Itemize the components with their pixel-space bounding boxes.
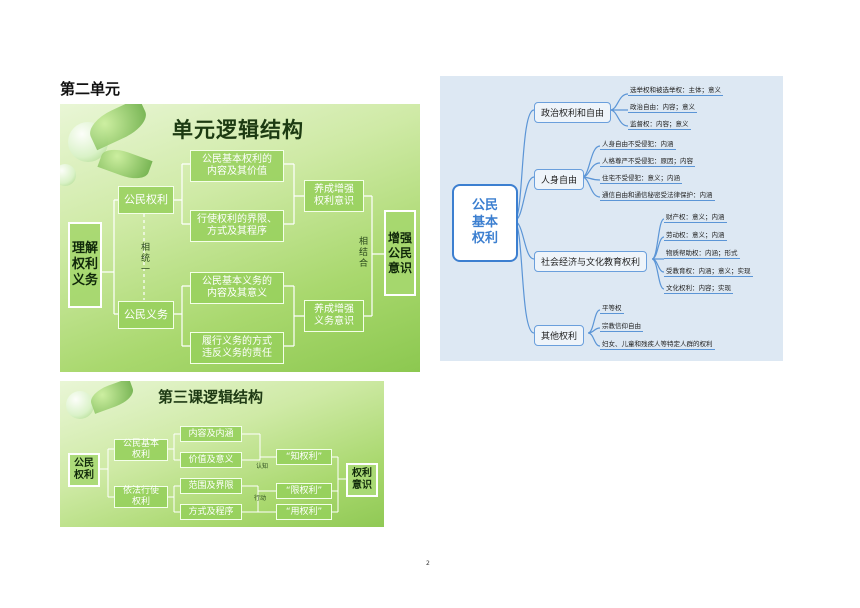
connector-lines [100,163,384,347]
lesson3-logic-slide: 第三课逻辑结构 公民 权利 公民基本 权利 依法行使 权利 内容及内涵 价值及意… [60,381,384,527]
mindmap-leaf: 政治自由：内容；意义 [628,103,697,113]
action-label: 行动 [254,495,267,502]
mindmap-leaf: 人格尊严不受侵犯：原因；内容 [600,157,695,167]
content-box: 内容及内涵 [180,426,242,442]
exercise-rights-box: 依法行使 权利 [114,486,168,508]
method-box: 方式及程序 [180,504,242,520]
bubble-decoration [66,391,94,419]
rights-awareness-box: 养成增强 权利意识 [304,180,364,212]
rights-awareness-box: 权利 意识 [346,463,378,497]
mindmap-leaf: 劳动权：意义；内涵 [664,231,727,241]
citizen-rights-root-box: 公民 权利 [68,453,100,487]
mindmap-leaf: 宗教信仰自由 [600,322,643,332]
mindmap-leaf: 物质帮助权：内涵；形式 [664,249,740,259]
connector-lines [100,433,346,513]
bubble-decoration [60,164,76,186]
unify-label: 相统一 [139,242,149,275]
citizen-duties-box: 公民义务 [118,301,174,329]
unit-logic-slide: 单元逻辑结构 理解 权利 义务 公民权利 公民义务 相统一 公民基本权利的 内容… [60,104,420,372]
mindmap-leaf: 受教育权：内涵；意义；实现 [664,267,753,277]
mindmap-root: 公民 基本 权利 [452,184,518,262]
cognition-label: 认知 [256,463,269,470]
mindmap-category: 其他权利 [534,325,585,346]
mindmap-leaf: 监督权：内容；意义 [628,120,691,130]
unit-title: 第二单元 [60,80,121,98]
duties-awareness-box: 养成增强 义务意识 [304,300,364,332]
mindmap-category: 人身自由 [534,169,585,190]
rights-item-box: 行使权利的界限、 方式及其程序 [190,210,284,242]
mindmap-leaf: 财产权：意义；内涵 [664,213,727,223]
mindmap-leaf: 平等权 [600,304,624,314]
combine-label: 相结合 [357,236,367,269]
enhance-civic-awareness-box: 增强 公民 意识 [384,210,416,296]
mindmap-category: 社会经济与文化教育权利 [534,251,648,272]
basic-rights-box: 公民基本 权利 [114,439,168,461]
understand-rights-duties-box: 理解 权利 义务 [68,222,102,308]
mindmap-leaf: 人身自由不受侵犯：内涵 [600,140,676,150]
duties-item-box: 公民基本义务的 内容及其意义 [190,272,284,304]
slide-title: 单元逻辑结构 [172,118,304,142]
rights-item-box: 公民基本权利的 内容及其价值 [190,150,284,182]
mindmap-category: 政治权利和自由 [534,102,612,123]
mindmap-leaf: 妇女、儿童和残疾人等特定人群的权利 [600,340,715,350]
scope-box: 范围及界限 [180,478,242,494]
citizen-rights-box: 公民权利 [118,186,174,214]
basic-rights-mindmap: 公民 基本 权利 政治权利和自由 人身自由 社会经济与文化教育权利 其他权利 选… [440,76,783,361]
limit-rights-box: “限权利” [276,483,332,499]
value-box: 价值及意义 [180,452,242,468]
mindmap-leaf: 住宅不受侵犯：意义；内涵 [600,174,682,184]
page-number: 2 [426,560,430,567]
mindmap-leaf: 文化权利：内容；实现 [664,284,733,294]
mindmap-leaf: 通信自由和通信秘密受法律保护：内涵 [600,191,715,201]
know-rights-box: “知权利” [276,449,332,465]
use-rights-box: “用权利” [276,504,332,520]
mindmap-leaf: 选举权和被选举权：主体；意义 [628,86,723,96]
slide-title: 第三课逻辑结构 [158,388,264,406]
duties-item-box: 履行义务的方式 违反义务的责任 [190,332,284,364]
